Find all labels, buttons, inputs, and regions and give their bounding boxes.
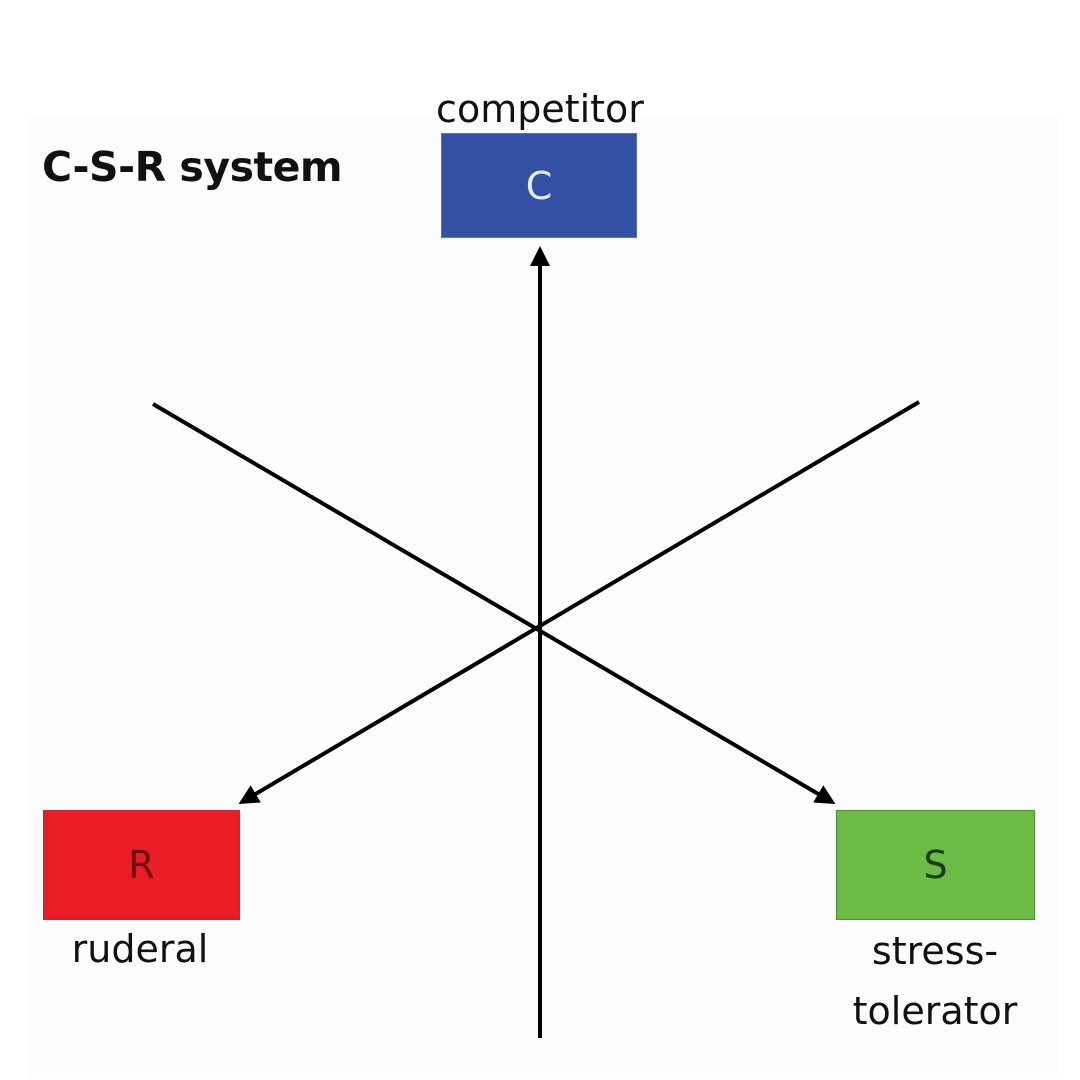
stress-tolerator-box: S: [836, 810, 1035, 920]
ruderal-box: R: [43, 810, 240, 920]
stress-tolerator-letter: S: [923, 843, 948, 887]
stress-tolerator-label-line1: stress-: [871, 929, 999, 973]
competitor-box: C: [441, 133, 637, 238]
competitor-letter: C: [525, 163, 553, 208]
ruderal-letter: R: [128, 843, 155, 887]
diagram-title: C-S-R system: [42, 143, 343, 191]
disturbance-axis-line: [238, 400, 921, 805]
stress-tolerator-label-line2: tolerator: [852, 989, 1018, 1033]
stress-axis-line: [151, 402, 836, 805]
ruderal-label: ruderal: [71, 927, 209, 971]
competitor-label: competitor: [436, 87, 644, 131]
